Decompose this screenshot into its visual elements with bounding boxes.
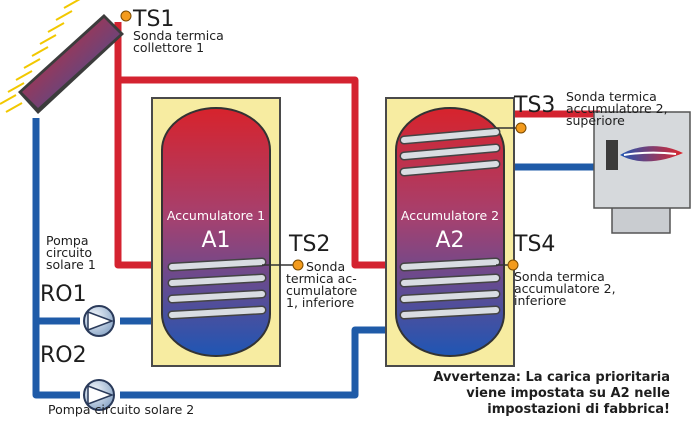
sensor-ts4-desc-1: Sonda termica: [514, 269, 605, 284]
sensor-ts2-desc-3: cumulatore: [286, 283, 357, 298]
sensor-ts4-desc-2: accumulatore 2,: [514, 281, 616, 296]
warning-line-3: impostazioni di fabbrica!: [487, 402, 670, 417]
warning-line-1: Avvertenza: La carica prioritaria: [433, 370, 670, 385]
warning-line-2: viene impostata su A2 nelle: [466, 386, 670, 401]
solar-collector: [18, 14, 124, 114]
sensor-ts1-label: TS1: [132, 7, 174, 32]
sensor-ts1-dot: [120, 10, 132, 22]
burner-flame-icon: [620, 146, 683, 162]
tank-2-name: Accumulatore 2: [401, 208, 499, 223]
pump-ro1-desc-2: circuito: [46, 245, 92, 260]
sensor-ts3-dot: [515, 122, 527, 134]
boiler-unit: [593, 111, 691, 234]
sensor-ts2-desc-1: Sonda: [306, 259, 345, 274]
sensor-ts2-label: TS2: [288, 232, 330, 257]
tank-1-id: A1: [201, 228, 230, 253]
tank-1-heat-coil: [167, 257, 267, 320]
sun-rays: [0, 0, 81, 113]
sensor-ts2-desc-4: 1, inferiore: [286, 295, 355, 310]
sensor-ts2-desc-2: termica ac-: [286, 271, 357, 286]
tank-2: [385, 97, 515, 367]
pump-ro1-icon: [83, 305, 115, 337]
sensor-ts2-dot: [292, 259, 304, 271]
tank-1: [151, 97, 281, 367]
sensor-ts4-desc-3: inferiore: [514, 293, 567, 308]
sensor-ts3-desc-2: accumulatore 2,: [566, 101, 668, 116]
tank-2-id: A2: [435, 228, 464, 253]
sensor-ts1-desc-1: Sonda termica: [133, 28, 224, 43]
tank-2-upper-coil: [399, 127, 501, 177]
tank-2-lower-coil: [399, 257, 501, 320]
sensor-ts3-desc-3: superiore: [566, 113, 625, 128]
hot-pipes: [114, 22, 600, 269]
pump-ro2-label: RO2: [40, 343, 87, 368]
pump-ro2-desc: Pompa circuito solare 2: [48, 402, 194, 417]
sensor-ts1-desc-2: collettore 1: [133, 40, 204, 55]
pump-ro1-label: RO1: [40, 282, 87, 307]
cold-pipes: [32, 118, 600, 399]
sensor-ts4-label: TS4: [513, 232, 555, 257]
pump-ro2-icon: [83, 379, 115, 411]
pump-ro1-desc-3: solare 1: [46, 257, 96, 272]
sensor-ts3-desc-1: Sonda termica: [566, 89, 657, 104]
sensor-ts4-dot: [507, 259, 519, 271]
sensor-ts3-label: TS3: [513, 93, 555, 118]
pump-ro1-desc-1: Pompa: [46, 233, 89, 248]
tank-1-name: Accumulatore 1: [167, 208, 265, 223]
